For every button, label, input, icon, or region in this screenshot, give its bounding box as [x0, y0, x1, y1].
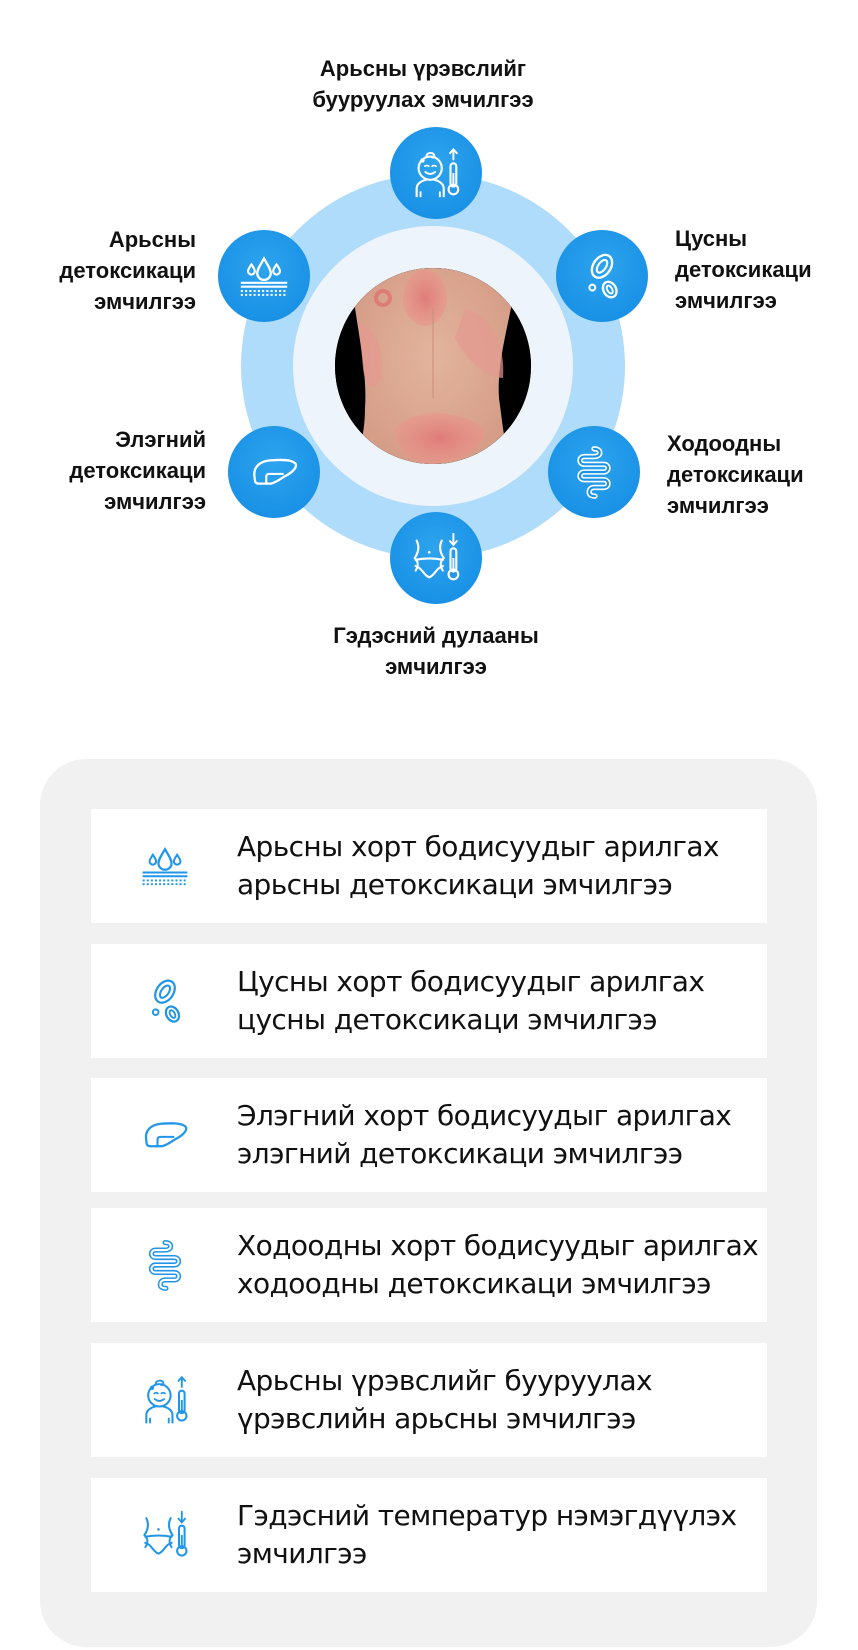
label-liver-detox: Элэгний детоксикаци эмчилгээ — [69, 427, 206, 514]
liver-icon — [245, 443, 303, 501]
list-item-text: Арьсны хорт бодисуудыг арилгах арьсны де… — [237, 830, 719, 901]
node-intestine-heat[interactable] — [390, 512, 482, 604]
label-blood-detox: Цусны детоксикаци эмчилгээ — [675, 226, 812, 313]
node-stomach-detox[interactable] — [548, 426, 640, 518]
node-liver-detox[interactable] — [228, 426, 320, 518]
blood-cells-icon — [573, 247, 631, 305]
skin-water-drops-icon — [235, 247, 293, 305]
intestine-icon — [137, 1237, 193, 1293]
skin-rash-photo — [335, 268, 531, 464]
liver-icon — [137, 1107, 193, 1163]
list-item-blood-detox[interactable]: Цусны хорт бодисуудыг арилгах цусны дето… — [91, 944, 767, 1058]
list-item-intestine-heat[interactable]: Гэдэсний температур нэмэгдүүлэх эмчилгээ — [91, 1478, 767, 1592]
list-item-text: Элэгний хорт бодисуудыг арилгах элэгний … — [237, 1099, 732, 1170]
intestine-icon — [565, 443, 623, 501]
abdomen-thermometer-down-icon — [407, 529, 465, 587]
label-skin-inflammation: Арьсны үрэвслийг бууруулах эмчилгээ — [312, 56, 534, 112]
list-item-stomach-detox[interactable]: Ходоодны хорт бодисуудыг арилгах ходоодн… — [91, 1208, 767, 1322]
node-skin-detox[interactable] — [218, 230, 310, 322]
skin-water-drops-icon — [137, 838, 193, 894]
treatment-diagram: Арьсны үрэвслийг бууруулах эмчилгээ Цусн… — [0, 0, 858, 720]
node-skin-inflammation[interactable] — [390, 127, 482, 219]
list-item-text: Цусны хорт бодисуудыг арилгах цусны дето… — [237, 965, 705, 1036]
label-skin-detox: Арьсны детоксикаци эмчилгээ — [59, 227, 196, 314]
abdomen-thermometer-down-icon — [137, 1507, 193, 1563]
baby-thermometer-up-icon — [407, 144, 465, 202]
label-intestine-heat: Гэдэсний дулааны эмчилгээ — [333, 623, 539, 679]
list-item-skin-detox[interactable]: Арьсны хорт бодисуудыг арилгах арьсны де… — [91, 809, 767, 923]
list-item-liver-detox[interactable]: Элэгний хорт бодисуудыг арилгах элэгний … — [91, 1078, 767, 1192]
treatment-list-panel: Арьсны хорт бодисуудыг арилгах арьсны де… — [40, 759, 817, 1647]
node-blood-detox[interactable] — [556, 230, 648, 322]
baby-thermometer-up-icon — [137, 1372, 193, 1428]
label-stomach-detox: Ходоодны детоксикаци эмчилгээ — [667, 431, 804, 518]
list-item-text: Гэдэсний температур нэмэгдүүлэх эмчилгээ — [237, 1499, 737, 1570]
list-item-text: Ходоодны хорт бодисуудыг арилгах ходоодн… — [237, 1229, 759, 1300]
blood-cells-icon — [137, 973, 193, 1029]
list-item-skin-inflammation[interactable]: Арьсны үрэвслийг бууруулах үрэвслийн арь… — [91, 1343, 767, 1457]
list-item-text: Арьсны үрэвслийг бууруулах үрэвслийн арь… — [237, 1364, 653, 1435]
